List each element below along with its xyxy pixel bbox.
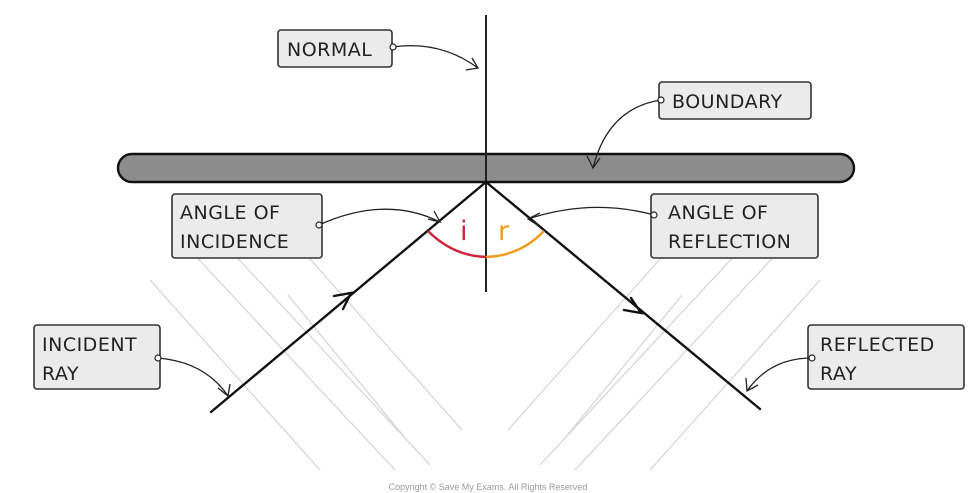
reflected-ray-label: REFLECTED RAY xyxy=(745,324,965,393)
incident-ray-label: INCIDENT RAY xyxy=(33,324,231,398)
reflection-angle-symbol: r xyxy=(498,216,510,247)
svg-text:INCIDENCE: INCIDENCE xyxy=(180,231,289,253)
incidence-angle-arc xyxy=(427,230,487,259)
svg-text:NORMAL: NORMAL xyxy=(287,39,372,61)
reflected-ray-arrowhead xyxy=(622,296,644,315)
svg-text:REFLECTION: REFLECTION xyxy=(668,231,791,253)
angle-of-incidence-label: ANGLE OF INCIDENCE xyxy=(171,193,442,259)
reflection-angle-arc xyxy=(485,230,545,259)
svg-text:ANGLE OF: ANGLE OF xyxy=(668,202,768,224)
copyright-notice: Copyright © Save My Exams. All Rights Re… xyxy=(389,482,588,492)
angle-of-reflection-label: ANGLE OF REFLECTION xyxy=(526,193,819,259)
svg-text:ANGLE OF: ANGLE OF xyxy=(180,202,280,224)
svg-text:INCIDENT: INCIDENT xyxy=(42,334,137,356)
incident-ray-arrowhead xyxy=(332,291,354,311)
boundary-label: BOUNDARY xyxy=(586,81,812,170)
normal-label: NORMAL xyxy=(277,29,480,71)
svg-text:BOUNDARY: BOUNDARY xyxy=(672,91,783,113)
incidence-angle-symbol: i xyxy=(460,216,468,247)
svg-text:RAY: RAY xyxy=(42,363,79,385)
reflected-ray-line xyxy=(484,180,762,411)
svg-text:RAY: RAY xyxy=(820,363,857,385)
svg-text:REFLECTED: REFLECTED xyxy=(820,334,935,356)
